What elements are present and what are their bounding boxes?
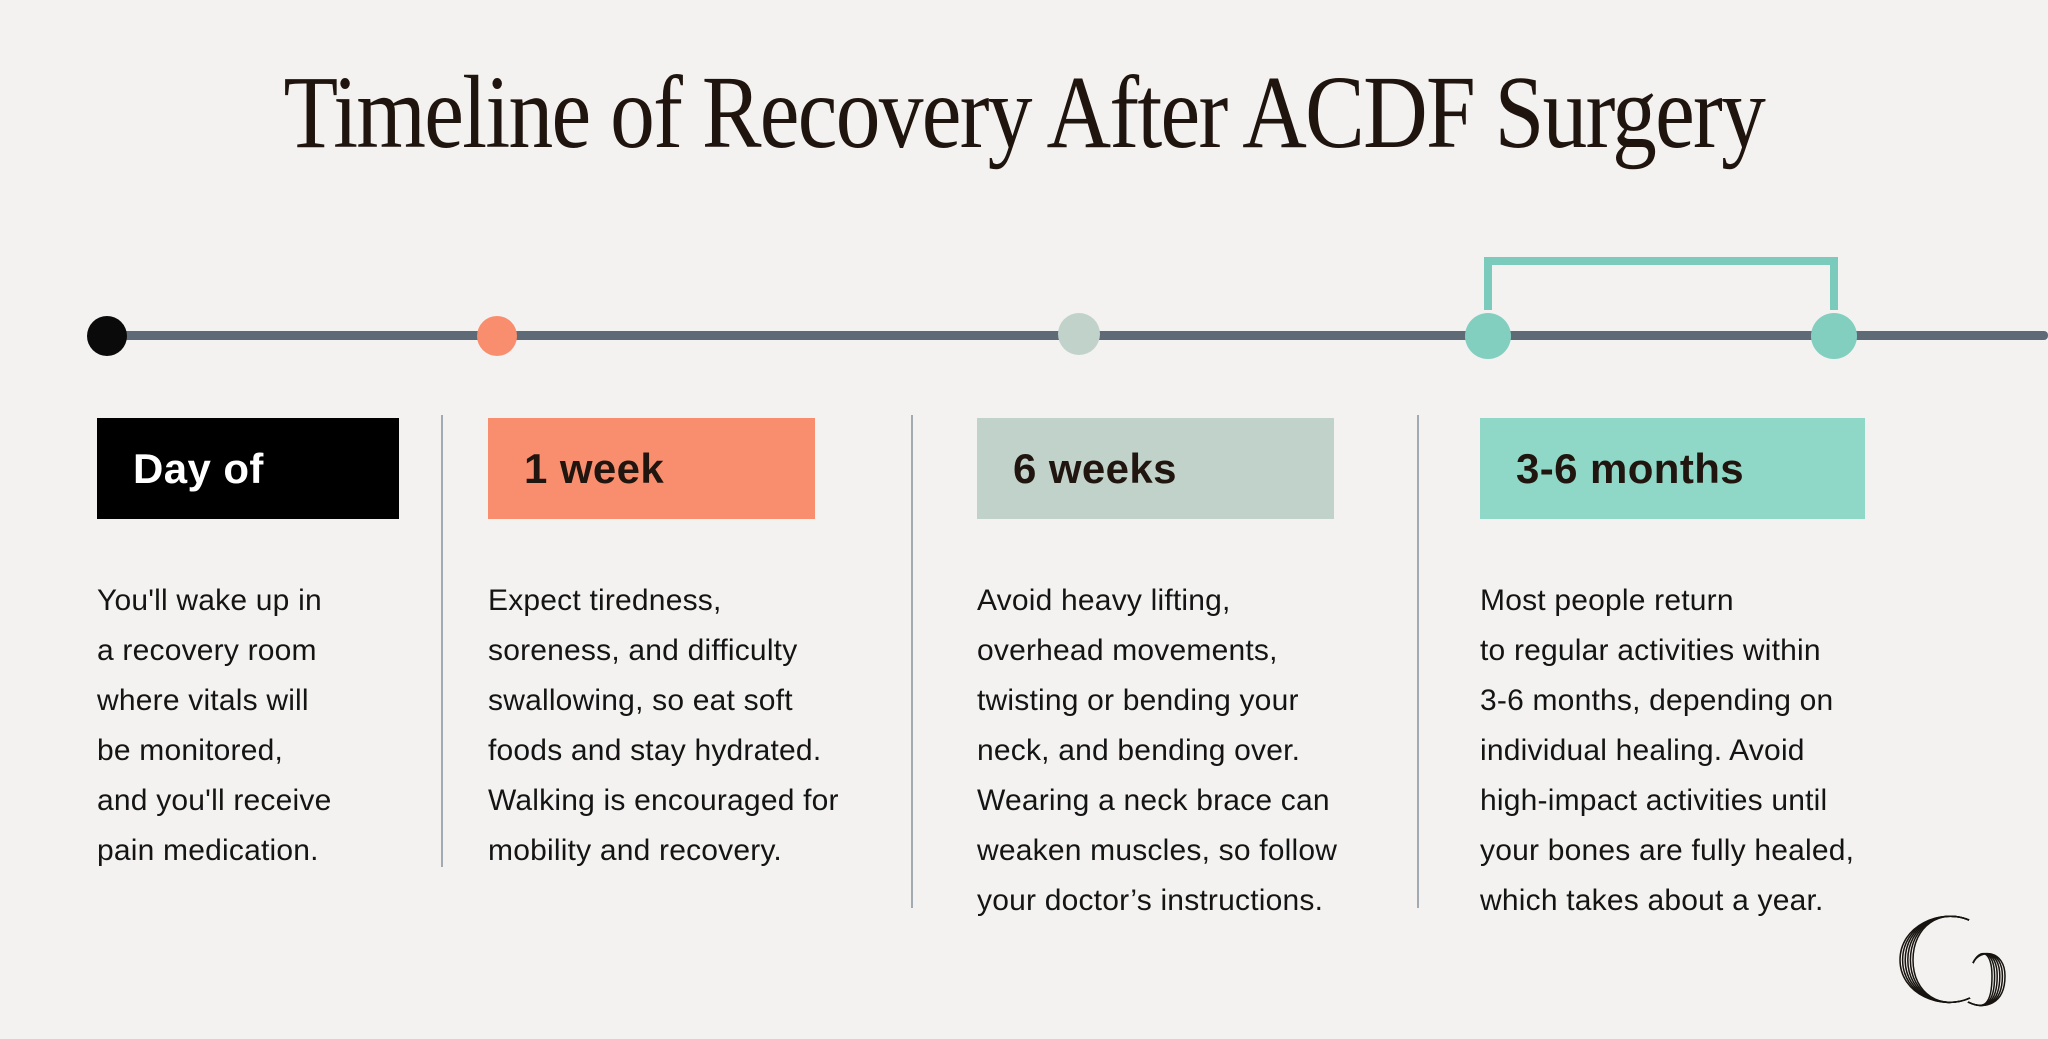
- 1-week-dot: [477, 316, 517, 356]
- stage-label-badge: 1 week: [488, 418, 815, 519]
- stage-description: Expect tiredness, soreness, and difficul…: [488, 584, 839, 867]
- stage-label-badge: Day of: [97, 418, 399, 519]
- stage-column-3-6-months: 3-6 months Most people return to regular…: [1480, 418, 1945, 926]
- stage-label-badge: 6 weeks: [977, 418, 1334, 519]
- co-monogram-icon: [1899, 915, 2006, 1007]
- stage-description: Most people return to regular activities…: [1480, 584, 1855, 917]
- stage-description: Avoid heavy lifting, overhead movements,…: [977, 584, 1338, 917]
- column-divider-2: [911, 415, 913, 908]
- stage-column-day-of: Day of You'll wake up in a recovery room…: [97, 418, 442, 876]
- day-of-dot: [87, 316, 127, 356]
- page-title-text: Timeline of Recovery After ACDF Surgery: [283, 55, 1766, 170]
- 3-months-dot: [1465, 313, 1511, 359]
- timeline-range-bracket: [1484, 257, 1838, 310]
- column-divider-3: [1417, 415, 1419, 908]
- 6-months-dot: [1811, 313, 1857, 359]
- stage-description: You'll wake up in a recovery room where …: [97, 584, 332, 867]
- stage-label-badge: 3-6 months: [1480, 418, 1865, 519]
- 6-weeks-dot: [1058, 313, 1100, 355]
- page-title: Timeline of Recovery After ACDF Surgery: [0, 58, 2048, 167]
- stage-column-6-weeks: 6 weeks Avoid heavy lifting, overhead mo…: [977, 418, 1411, 926]
- stage-column-1-week: 1 week Expect tiredness, soreness, and d…: [488, 418, 908, 876]
- column-divider-1: [441, 415, 443, 867]
